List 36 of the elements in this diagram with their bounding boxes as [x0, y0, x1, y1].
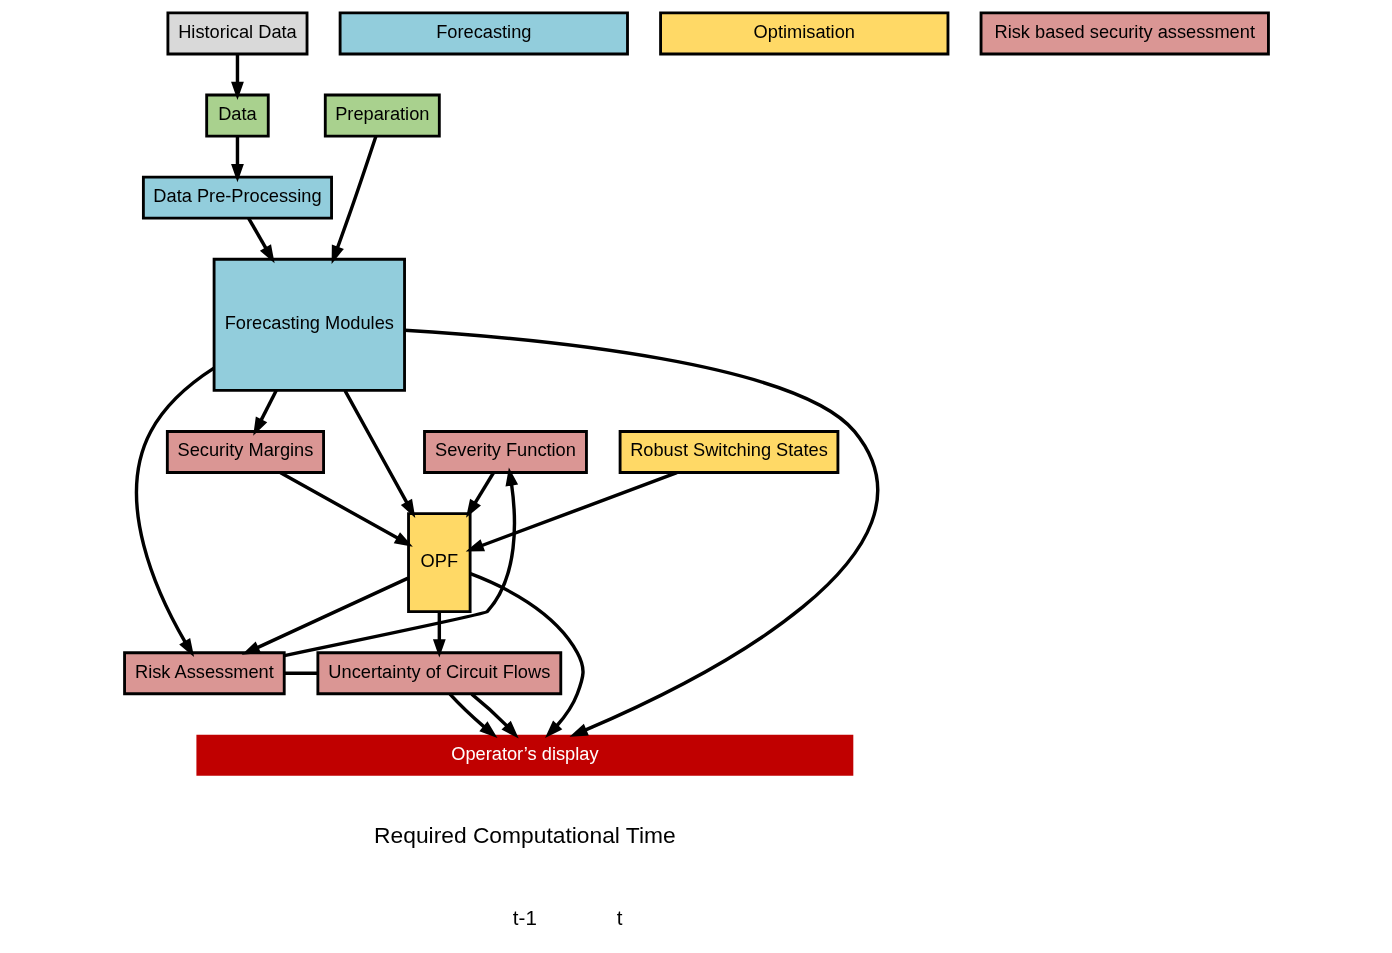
node-box: Uncertainty of Circuit Flows	[315, 651, 562, 696]
node-box: Severity Function	[422, 430, 588, 474]
label: t	[616, 905, 622, 929]
node-box: Data Pre-Processing	[141, 175, 333, 220]
node-box: Robust Switching States	[618, 430, 839, 474]
arrow	[241, 576, 409, 655]
label: t-1	[512, 905, 537, 929]
arrow	[331, 135, 378, 264]
node-box: Historical Data	[165, 11, 308, 56]
node-box: OPF	[406, 512, 472, 614]
arrow	[252, 389, 278, 436]
connector	[283, 671, 318, 675]
arrow	[470, 692, 519, 739]
arrow	[465, 472, 495, 518]
node-box: Preparation	[323, 93, 441, 138]
node-box: Risk Assessment	[122, 651, 286, 696]
arrow	[432, 611, 446, 658]
arrow	[465, 471, 677, 552]
arrow	[230, 136, 244, 183]
legend-label: Risk based security assessment	[994, 20, 1255, 42]
arrow	[448, 692, 497, 739]
label: Required Computational Time	[373, 822, 676, 849]
node-box: Data	[204, 93, 270, 138]
arrow	[230, 54, 244, 101]
arrow	[246, 217, 275, 264]
arrow	[343, 389, 415, 518]
node-box: Operator’s display	[195, 734, 853, 776]
arrow	[279, 471, 413, 547]
node-box: Security Margins	[165, 430, 325, 474]
arrow	[404, 328, 879, 737]
arrow	[283, 467, 518, 658]
arrow	[134, 366, 215, 657]
arrow	[469, 572, 585, 739]
legend-label: Optimisation	[753, 20, 855, 42]
node-box: Forecasting Modules	[212, 257, 406, 392]
legend-label: Forecasting	[435, 20, 531, 42]
